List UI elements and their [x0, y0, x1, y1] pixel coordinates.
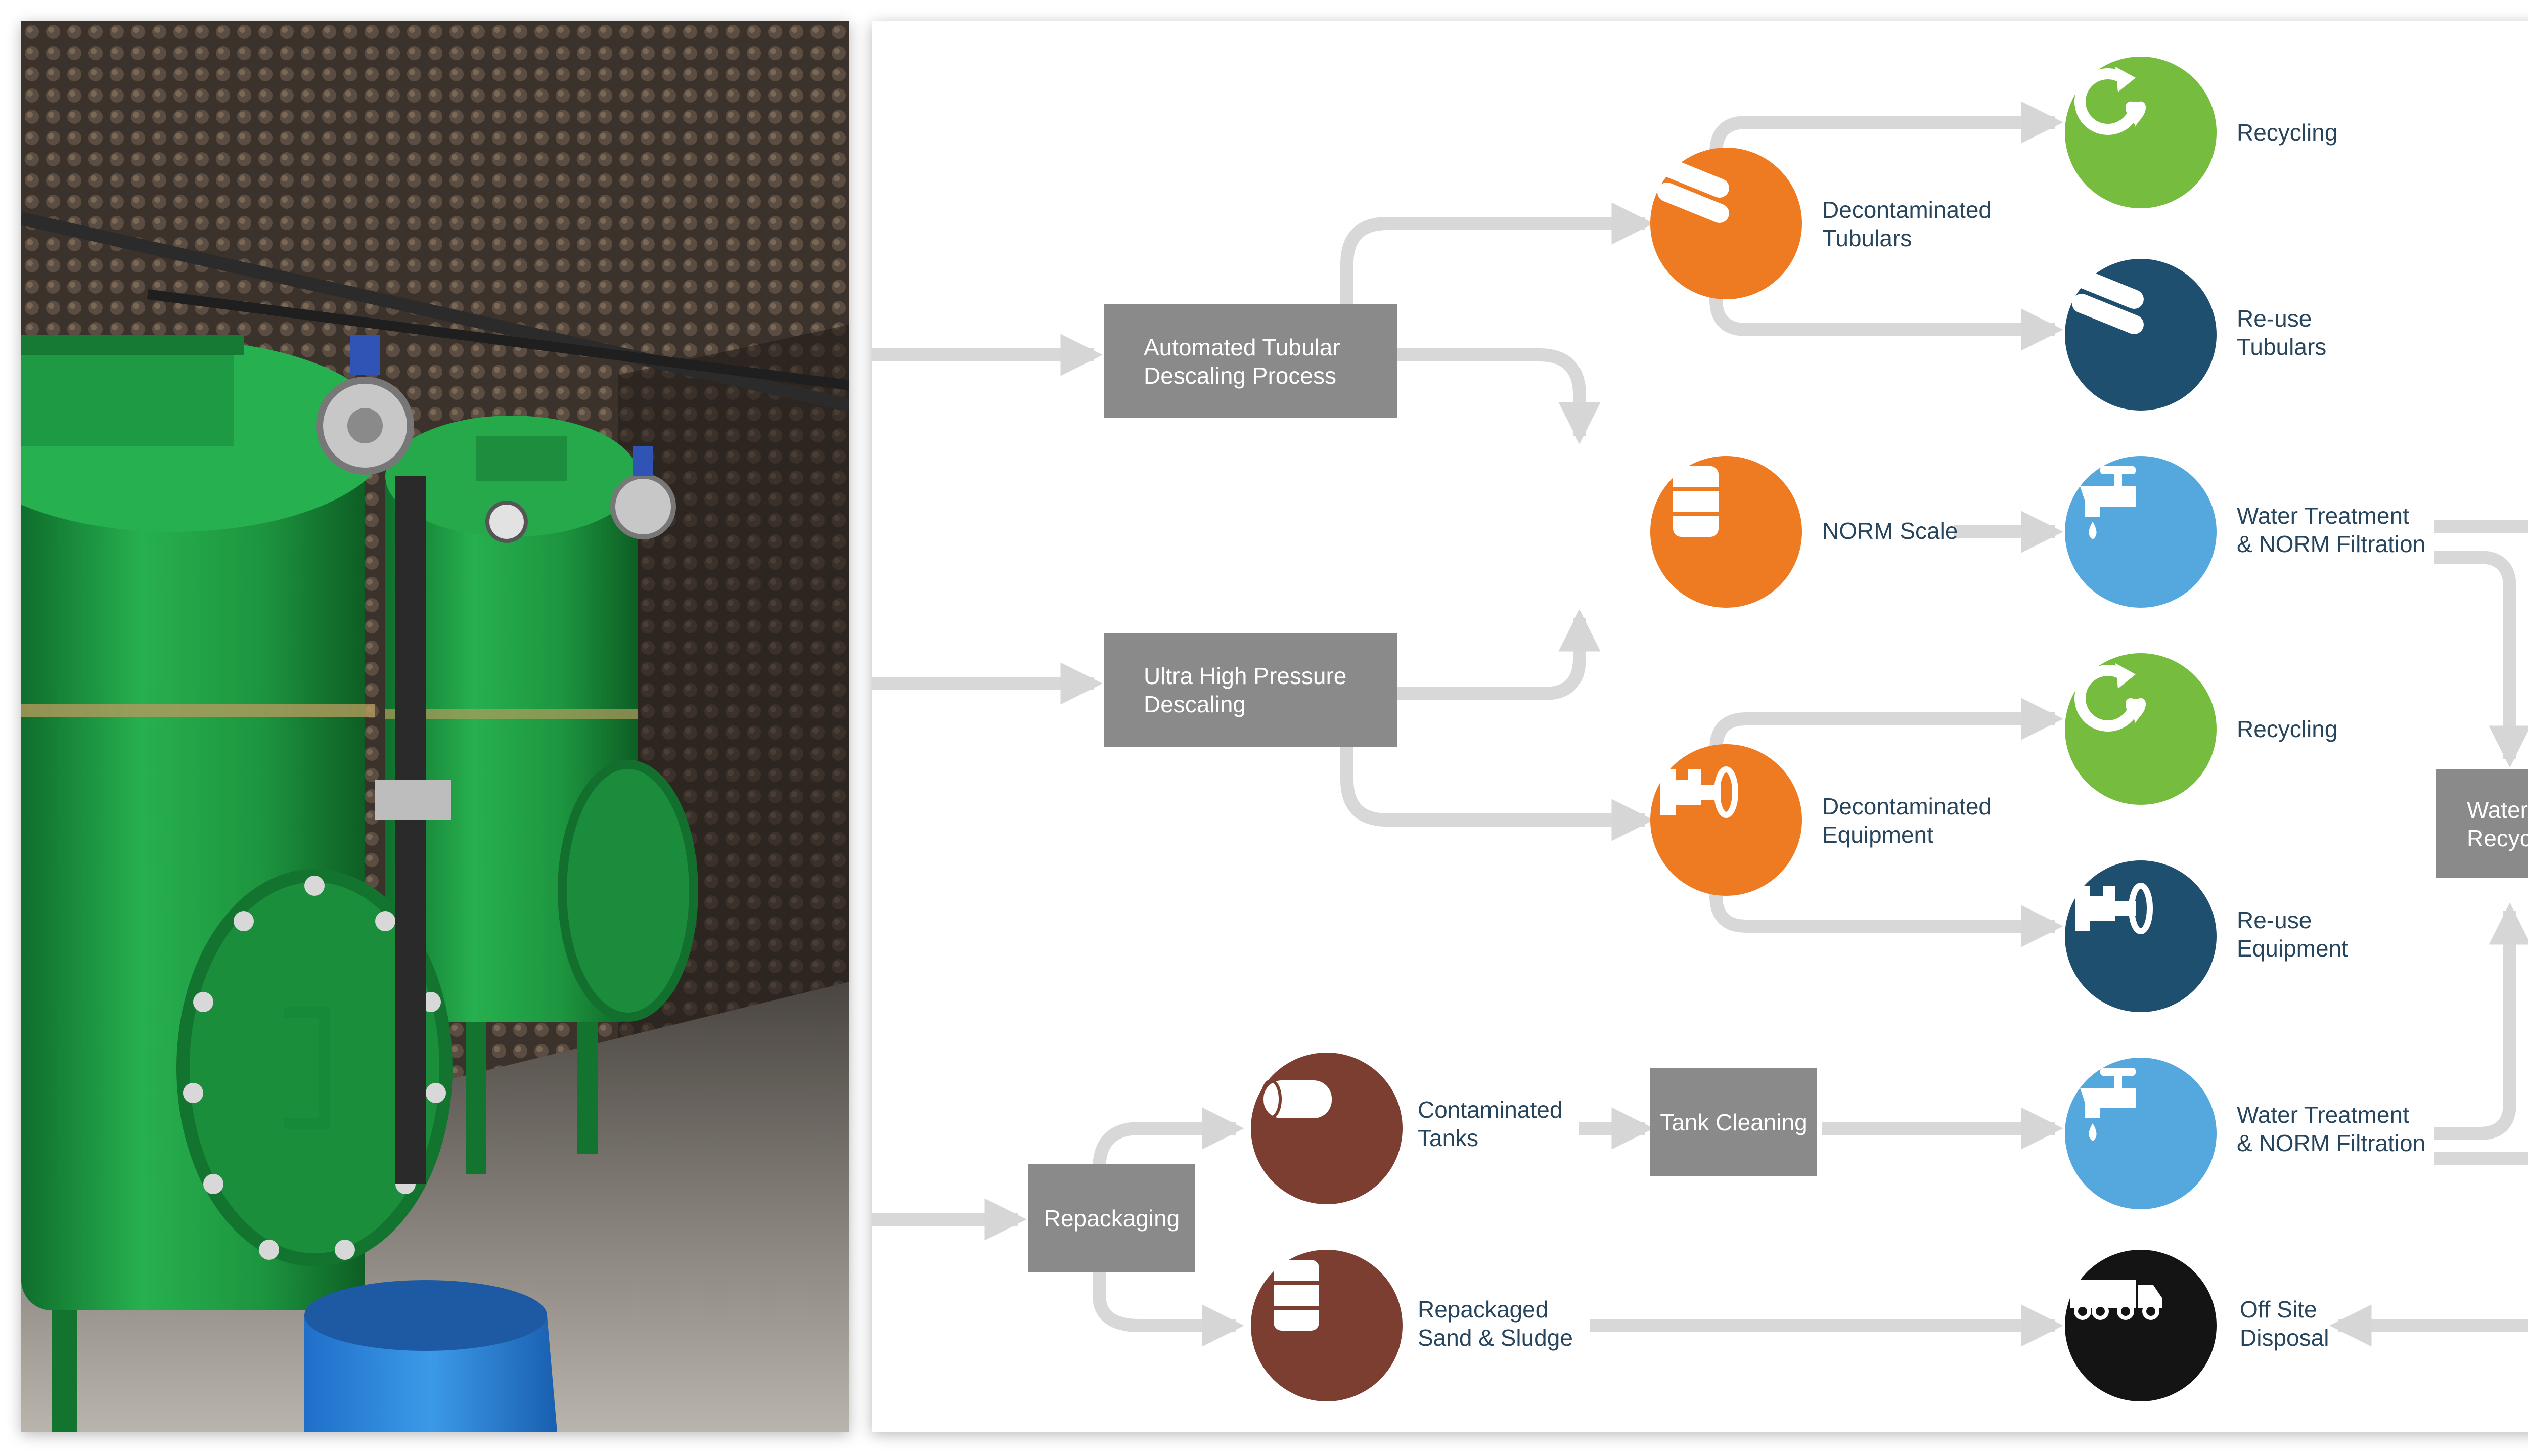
reuse-equipment-node	[2065, 860, 2217, 1012]
faucet-icon	[2080, 466, 2136, 539]
tubulars-icon	[2072, 268, 2144, 334]
contaminated-tanks-node	[1251, 1053, 1403, 1204]
recycle-icon	[2074, 67, 2146, 135]
repackaged-sand-label: Repackaged Sand & Sludge	[1418, 1296, 1573, 1351]
tubulars-icon	[1657, 157, 1729, 223]
automated-descaling-box: Automated Tubular Descaling Process	[1104, 304, 1397, 418]
decon-tubulars-node	[1650, 148, 1802, 299]
recycling-node	[2065, 653, 2217, 805]
faucet-icon	[2080, 1068, 2136, 1141]
contaminated-tanks-label: Contaminated Tanks	[1418, 1097, 1563, 1151]
barrel-icon	[1673, 466, 1719, 537]
water-treatment-node	[2065, 456, 2217, 608]
truck-icon	[2070, 1280, 2162, 1320]
tank-icon	[1260, 1079, 1332, 1119]
water-treatment-label: Water Treatment & NORM Filtration	[2237, 503, 2426, 557]
decon-tubulars-label: Decontaminated Tubulars	[1822, 197, 1992, 251]
recycling-label: Recycling	[2237, 119, 2338, 146]
repackaging-box: Repackaging	[1028, 1164, 1195, 1272]
norm-scale-node	[1650, 456, 1802, 608]
barrel-icon	[1274, 1260, 1319, 1331]
decon-equipment-label: Decontaminated Equipment	[1822, 793, 1992, 848]
water-treatment-node	[2065, 1058, 2217, 1209]
uhp-descaling-box: Ultra High Pressure Descaling	[1104, 633, 1397, 747]
off-site-disposal-node	[2065, 1250, 2217, 1401]
norm-scale-label: NORM Scale	[1822, 518, 1958, 544]
reuse-tubulars-label: Re-use Tubulars	[2237, 305, 2327, 360]
decon-equipment-node	[1650, 744, 1802, 896]
repackaged-sand-node	[1251, 1250, 1403, 1401]
reuse-equipment-label: Re-use Equipment	[2237, 907, 2348, 962]
equipment-photo	[21, 21, 849, 1432]
valve-icon	[2075, 883, 2153, 934]
recycle-icon	[2074, 663, 2146, 732]
water-treatment-label: Water Treatment & NORM Filtration	[2237, 1102, 2426, 1156]
valve-icon	[1660, 766, 1738, 818]
process-flow-diagram: Automated Tubular Descaling Process Ultr…	[872, 21, 2528, 1432]
off-site-disposal-label: Off Site Disposal	[2240, 1296, 2329, 1351]
tank-cleaning-box: Tank Cleaning	[1650, 1068, 1817, 1176]
recycling-node	[2065, 57, 2217, 208]
pressure-vessels-illustration	[21, 21, 849, 1432]
flow-arrows	[872, 101, 2528, 1347]
reuse-tubulars-node	[2065, 259, 2217, 411]
recycling-label: Recycling	[2237, 716, 2338, 742]
water-recycling-box: Water Recycling	[2436, 769, 2528, 878]
